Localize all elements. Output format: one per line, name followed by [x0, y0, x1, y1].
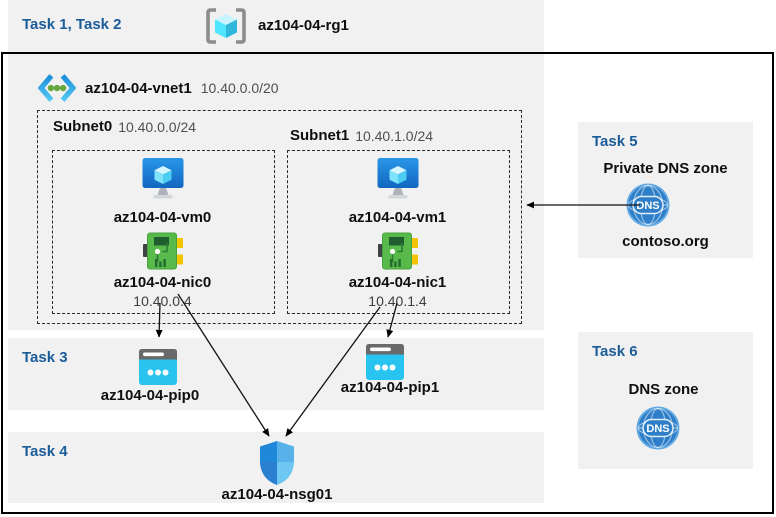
main-frame	[1, 52, 774, 514]
subnet1-header: Subnet1 10.40.1.0/24	[290, 127, 433, 144]
pip0-name: az104-04-pip0	[100, 387, 200, 404]
subnet0-cidr: 10.40.0.0/24	[118, 118, 197, 135]
resource-group-name: az104-04-rg1	[258, 17, 349, 34]
vnet-name: az104-04-vnet1	[85, 79, 192, 97]
pip0-icon	[139, 349, 177, 385]
task-5-box	[578, 122, 753, 258]
nic1-icon	[378, 231, 418, 271]
nsg-shield-icon	[257, 440, 297, 486]
subnet0-name: Subnet0	[53, 118, 113, 135]
pip1-name: az104-04-pip1	[340, 379, 440, 396]
subnet1-name: Subnet1	[290, 127, 350, 144]
subnet1-box	[287, 150, 510, 314]
task-5-label: Task 5	[592, 133, 638, 150]
nic0-name: az104-04-nic0	[113, 274, 212, 291]
svg-text:DNS: DNS	[646, 423, 669, 435]
vm1-icon	[376, 157, 420, 200]
pip1-icon	[366, 344, 404, 380]
nsg-name: az104-04-nsg01	[221, 486, 333, 503]
task-1-2-label: Task 1, Task 2	[22, 16, 122, 33]
resource-group-icon	[204, 7, 248, 45]
subnet0-header: Subnet0 10.40.0.0/24	[53, 118, 196, 135]
svg-text:DNS: DNS	[636, 200, 659, 212]
nic0-icon	[143, 231, 183, 271]
task-3-band	[8, 338, 544, 410]
subnet1-cidr: 10.40.1.0/24	[355, 127, 434, 144]
dns-zone-icon: DNS	[636, 406, 680, 450]
vnet-cidr: 10.40.0.0/20	[200, 80, 279, 96]
subnet0-box	[52, 150, 275, 314]
subnets-group-box	[37, 110, 522, 324]
task-3-label: Task 3	[22, 349, 68, 366]
private-dns-zone-name: contoso.org	[622, 233, 709, 250]
nic0-ip: 10.40.0.4	[133, 293, 192, 309]
dns-zone-title: DNS zone	[628, 381, 699, 398]
virtual-network-icon	[38, 73, 76, 103]
task-1-2-band: Task 1, Task 2 az104-04-rg1	[8, 0, 544, 52]
vm1-name: az104-04-vm1	[348, 209, 447, 226]
task-4-label: Task 4	[22, 443, 68, 460]
private-dns-icon: DNS	[626, 183, 670, 227]
vm0-name: az104-04-vm0	[113, 209, 212, 226]
vnet-header: az104-04-vnet1 10.40.0.0/20	[38, 72, 279, 104]
private-dns-zone-title: Private DNS zone	[603, 160, 728, 177]
task-6-label: Task 6	[592, 343, 638, 360]
vm0-icon	[141, 157, 185, 200]
nic1-name: az104-04-nic1	[348, 274, 447, 291]
nic1-ip: 10.40.1.4	[368, 293, 427, 309]
vnet-panel	[8, 54, 544, 330]
